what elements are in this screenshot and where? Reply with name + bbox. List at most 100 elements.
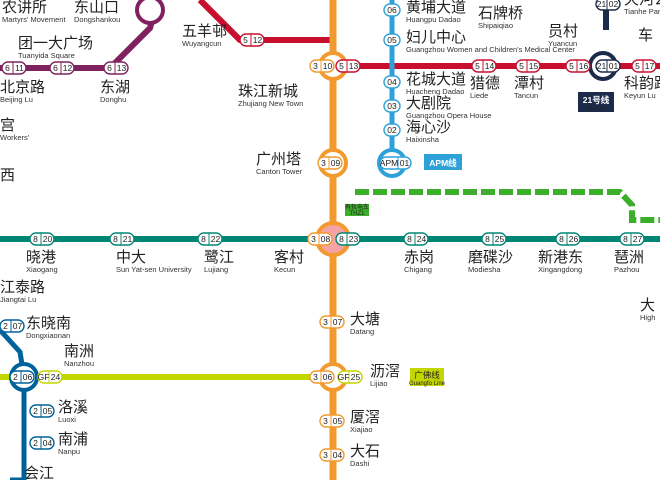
station-nanzhou-cn: 南洲	[64, 342, 94, 360]
station-nanpu-en: Nanpu	[58, 447, 80, 456]
station-dashi-en: Dashi	[350, 459, 370, 468]
station-modiesha-en: Modiesha	[468, 265, 501, 274]
badge-pazhou-num: 27	[633, 234, 643, 244]
badge-tancun-line: 5	[519, 61, 524, 71]
badge-pazhou-line: 8	[623, 234, 628, 244]
badge-lijiao-gf-frame	[337, 370, 363, 384]
badge-zhongda-line: 8	[113, 234, 118, 244]
badge-apm01-line: APM	[380, 158, 398, 168]
badge-luoxi: 2 05	[29, 404, 55, 418]
badge-nanzhou-l2-frame	[9, 370, 35, 384]
station-liede-en: Liede	[470, 91, 488, 100]
line21-tag-en: Line 21	[586, 106, 606, 112]
badge-apm04-frame	[383, 75, 401, 89]
badge-xiaogang-frame	[29, 232, 55, 246]
guangfo-tag-label: 广佛线	[414, 370, 440, 380]
badge-tianhe-frame	[595, 0, 621, 11]
station-huacheng-cn: 花城大道	[406, 70, 466, 88]
station-dongxiaonan-cn: 东晓南	[26, 314, 71, 332]
badge-zhujiang-l3-num: 10	[323, 61, 333, 71]
badge-kecun-l3-line: 3	[311, 234, 316, 244]
badge-dongxiaonan-line: 2	[3, 321, 8, 331]
badge-dashi-line: 3	[323, 450, 328, 460]
badge-yuancun-num: 16	[579, 61, 589, 71]
station-xingangdong-cn: 新港东	[538, 248, 583, 266]
badge-lijiao-gf-line: GF	[338, 372, 350, 382]
badge-nanzhou-gf-frame	[37, 370, 63, 384]
station-lijiao-en: Lijiao	[370, 379, 388, 388]
station-huacheng-en: Huacheng Dadao	[406, 87, 464, 96]
station-donghu-cn: 东湖	[100, 78, 130, 96]
line-5-route-b	[197, 0, 243, 43]
badge-luoxi-frame	[29, 404, 55, 418]
station-tianhe_park-en: Tianhe Park	[624, 7, 660, 16]
station-keyun-en: Keyun Lu	[624, 91, 656, 100]
badge-nanpu-line: 2	[33, 438, 38, 448]
station-lijiao-cn: 沥滘	[370, 362, 400, 380]
station-tiyu-cn: 团一大广场	[18, 34, 93, 52]
badge-apm05: 05	[383, 33, 401, 47]
station-haixinsha-cn: 海心沙	[406, 118, 451, 136]
badge-nanzhou-gf-line: GF	[38, 372, 50, 382]
badge-dashi-frame	[319, 448, 345, 462]
station-shipaiqiao-en: Shipaiqiao	[478, 21, 513, 30]
badge-pazhou-frame	[619, 232, 645, 246]
station-dongmen-en: Martyrs' Movement	[2, 15, 66, 24]
badge-lijiao-l3-line: 3	[313, 372, 318, 382]
station-dongxiaonan-en: Dongxiaonan	[26, 331, 70, 340]
station-xi-cn: 西	[0, 166, 15, 184]
badge-tianhe-line: 21	[597, 0, 607, 9]
badge-apm01-frame	[379, 156, 412, 170]
badge-luoxi-num: 05	[43, 406, 53, 416]
station-luoxi-en: Luoxi	[58, 415, 76, 424]
badge-donghu: 6 13	[103, 61, 129, 75]
line21-tag-label: 21号线	[583, 95, 610, 105]
badge-wuyangcun-line: 5	[243, 35, 248, 45]
hub-dongshankou	[135, 0, 165, 25]
badge-zhongda-num: 21	[123, 234, 133, 244]
badge-liede-num: 14	[485, 61, 495, 71]
badge-xiaogang-line: 8	[33, 234, 38, 244]
badge-dongxiaonan-num: 07	[13, 321, 23, 331]
badge-apm04-num: 04	[387, 77, 397, 87]
badge-chigang-line: 8	[407, 234, 412, 244]
badge-lijiao-l3-num: 06	[323, 372, 333, 382]
badge-luoxi-line: 2	[33, 406, 38, 416]
station-zhongda-en: Sun Yat-sen University	[116, 265, 192, 274]
badge-donghu-num: 13	[117, 63, 127, 73]
badge-nanzhou-gf-num: 24	[51, 372, 61, 382]
badge-lijiao-gf-num: 25	[351, 372, 361, 382]
badge-modiesha-num: 25	[495, 234, 505, 244]
badge-dongxiaonan-frame	[0, 319, 25, 333]
station-donghu-en: Donghu	[100, 95, 126, 104]
station-xiaogang-cn: 晓港	[26, 248, 56, 266]
badge-nanzhou-l2-line: 2	[13, 372, 18, 382]
badge-modiesha-line: 8	[485, 234, 490, 244]
station-chigang-cn: 赤岗	[404, 248, 434, 266]
badge-donghu-line: 6	[107, 63, 112, 73]
badge-kecun-l8-frame	[335, 232, 361, 246]
badge-xingangdong-line: 8	[559, 234, 564, 244]
badge-datang-num: 07	[333, 317, 343, 327]
station-dongshankou-cn: 东山口	[74, 0, 119, 16]
badge-xiajiao-line: 3	[323, 416, 328, 426]
station-tianhe_park-cn: 天河公园	[624, 0, 660, 8]
station-huijiang-cn: 会江	[24, 464, 54, 480]
badge-lujiang-frame	[197, 232, 223, 246]
station-dashi-cn: 大石	[350, 442, 380, 460]
station-kecun-cn: 客村	[274, 248, 304, 266]
